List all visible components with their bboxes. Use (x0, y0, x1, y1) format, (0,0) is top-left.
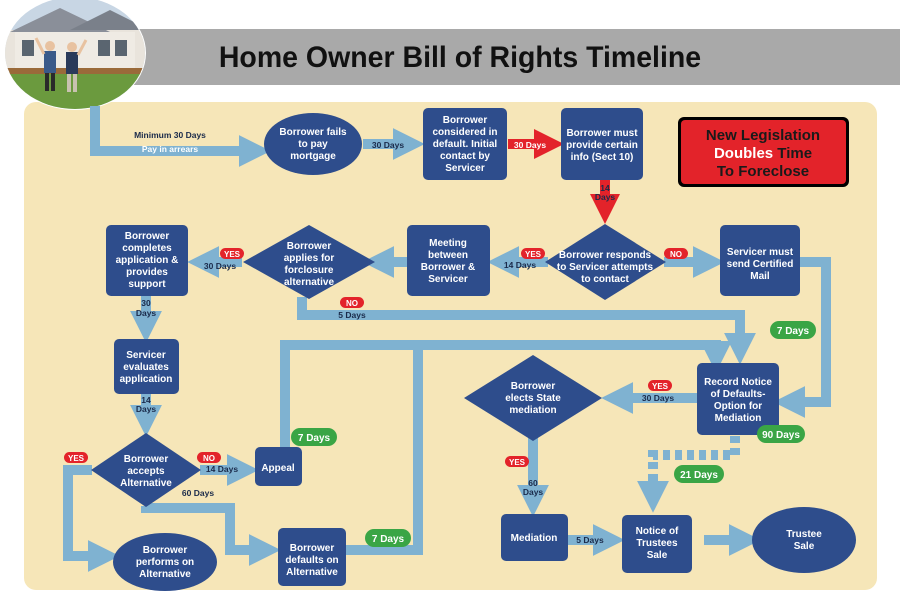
arrow-appeal-to-record (280, 340, 733, 483)
label-30-days-red: 30 Days (514, 140, 546, 150)
node-record-notice (697, 363, 779, 435)
pill-yes-applies-text: YES (224, 250, 241, 259)
pill-yes-accepts (64, 452, 88, 463)
pill-yes-record-text: YES (652, 382, 669, 391)
arrow-record-to-notice-dashed (636, 436, 740, 513)
label-30-days-d: 30 Days (642, 393, 674, 403)
label-5-days-b: 5 Days (576, 535, 604, 545)
node-notice-trustees (622, 515, 692, 573)
node-appeal (255, 447, 302, 486)
pill-no-responds (664, 248, 688, 259)
legislation-line-1: New Legislation (706, 127, 820, 144)
node-mediation (501, 514, 568, 561)
pill-yes-responds-text: YES (525, 250, 542, 259)
new-legislation-box: New Legislation Doubles Time To Foreclos… (678, 117, 849, 187)
node-servicer-certified (720, 225, 800, 296)
pill-yes-record (648, 380, 672, 391)
label-60-days-a: 60 Days (182, 488, 214, 498)
label-60-days-b-2: Days (523, 487, 544, 497)
arrow-applies-no-to-record (297, 297, 757, 365)
happy-homeowners-photo (4, 0, 146, 110)
badge-7-days-certified-text: 7 Days (777, 326, 810, 337)
pill-yes-elects-text: YES (509, 458, 526, 467)
arrow-defaults-to-record (346, 348, 423, 555)
arrow-accepts-to-performs (63, 465, 120, 573)
pill-no-applies-text: NO (346, 299, 358, 308)
badge-21-days-text: 21 Days (680, 470, 718, 481)
pill-yes-elects (505, 456, 529, 467)
pill-no-accepts-text: NO (203, 454, 215, 463)
badge-90-days (757, 425, 805, 443)
legislation-line-3: To Foreclose (717, 163, 809, 180)
pill-no-responds-text: NO (670, 250, 682, 259)
text-mediation: Mediation (511, 533, 558, 544)
label-pay-in-arrears: Pay in arrears (142, 144, 199, 154)
label-30-days-b: 30 Days (204, 261, 236, 271)
node-borrower-applies (243, 225, 375, 299)
badge-7-days-appeal (291, 428, 337, 446)
legislation-line-2: Doubles Time (714, 145, 812, 162)
label-5-days-a: 5 Days (338, 310, 366, 320)
node-borrower-responds (545, 224, 666, 300)
badge-21-days (674, 465, 724, 483)
header-bar (100, 29, 900, 85)
text-appeal: Appeal (261, 463, 295, 474)
arrow-accepts-to-defaults (141, 503, 281, 567)
pill-yes-applies (220, 248, 244, 259)
node-borrower-default (423, 108, 507, 180)
node-servicer-evaluates (114, 339, 179, 394)
badge-7-days-appeal-text: 7 Days (298, 433, 331, 444)
node-borrower-defaults (278, 528, 346, 586)
arrow-photo-to-fails (90, 106, 271, 168)
badge-7-days-certified (770, 321, 816, 339)
node-borrower-performs (113, 533, 217, 591)
node-borrower-fails (264, 113, 362, 175)
label-14-days-b-2: Days (136, 404, 157, 414)
arrow-certified-to-record (773, 257, 831, 419)
label-60-days-b-1: 60 (528, 478, 538, 488)
badge-7-days-defaults (365, 529, 411, 547)
label-14-days-c: 14 Days (206, 464, 238, 474)
badge-7-days-defaults-text: 7 Days (372, 534, 405, 545)
label-30-days-a: 30 Days (372, 140, 404, 150)
pill-no-accepts (197, 452, 221, 463)
node-borrower-elects (464, 355, 602, 441)
pill-yes-responds (521, 248, 545, 259)
badge-90-days-text: 90 Days (762, 430, 800, 441)
label-30-days-c-2: Days (136, 308, 157, 318)
label-14-days-red-2: Days (595, 192, 616, 202)
pill-no-applies (340, 297, 364, 308)
node-borrower-completes (106, 225, 188, 296)
pill-yes-accepts-text: YES (68, 454, 85, 463)
page-title: Home Owner Bill of Rights Timeline (219, 41, 701, 74)
node-trustee-sale (752, 507, 856, 573)
label-14-days-a: 14 Days (504, 260, 536, 270)
node-borrower-provide (561, 108, 643, 180)
node-borrower-accepts (91, 433, 201, 507)
label-14-days-b-1: 14 (141, 395, 151, 405)
label-min-30-days: Minimum 30 Days (134, 130, 206, 140)
label-30-days-c-1: 30 (141, 298, 151, 308)
node-meeting (407, 225, 490, 296)
label-14-days-red-1: 14 (600, 183, 610, 193)
